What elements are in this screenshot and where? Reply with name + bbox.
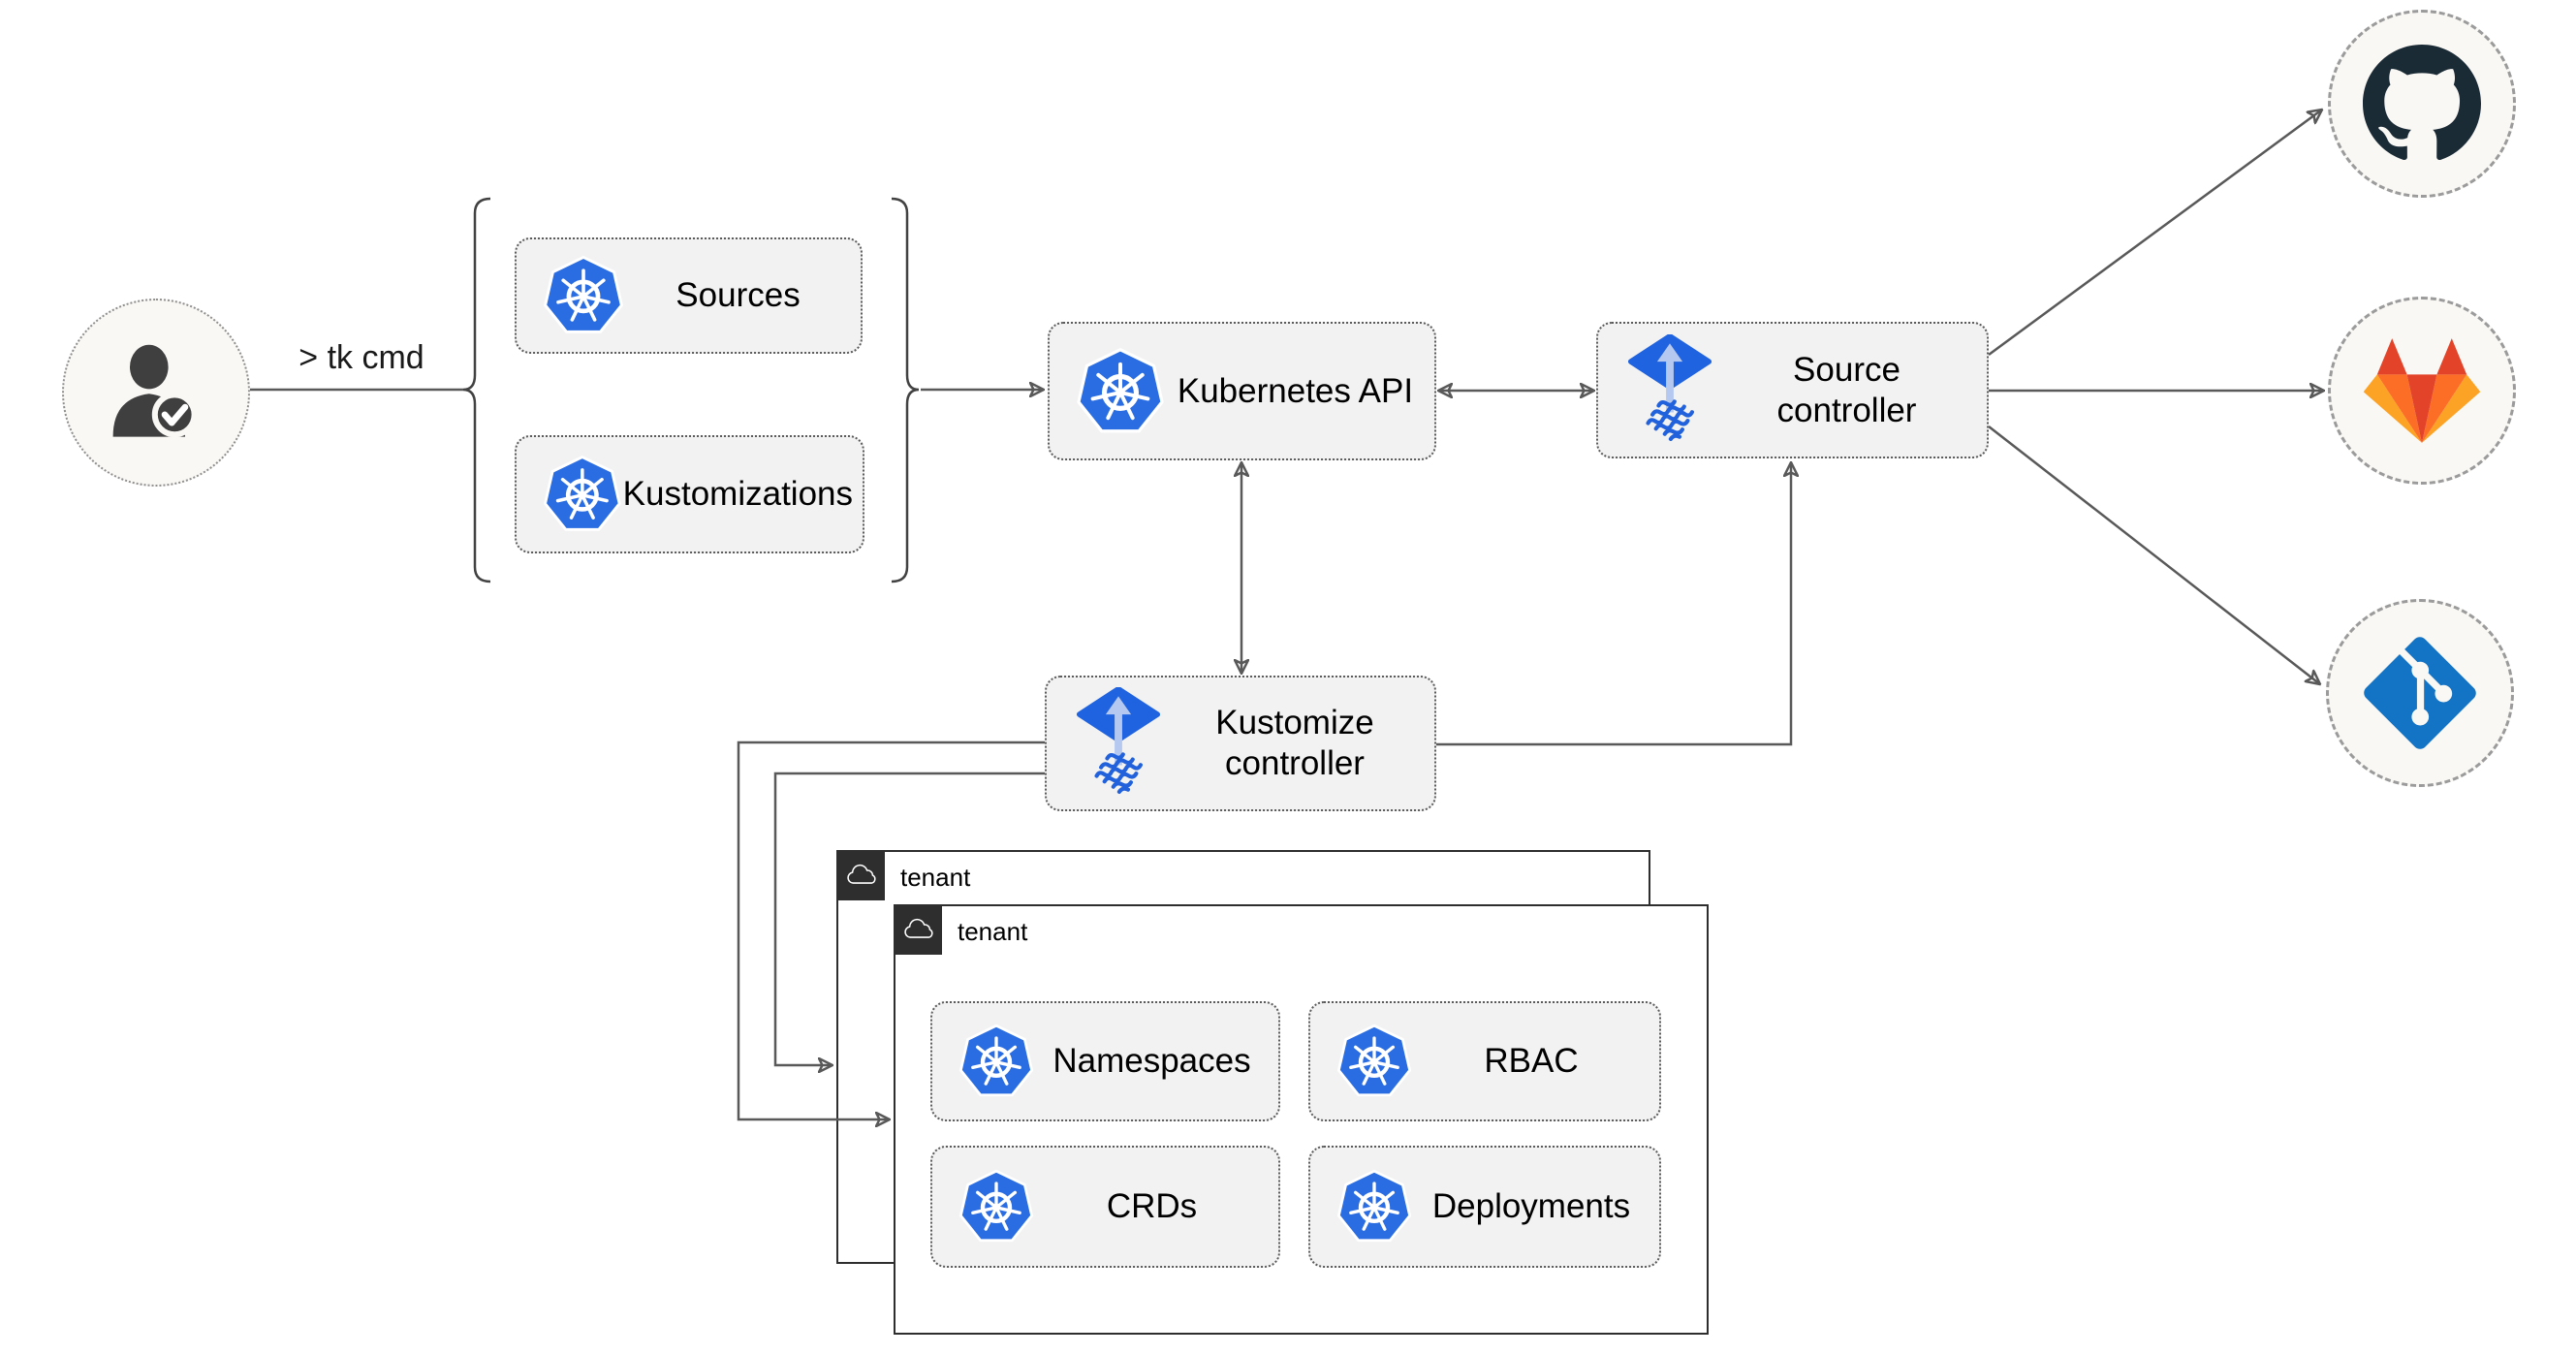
connector-source-to-git — [1988, 425, 2320, 684]
kubernetes-api-node: Kubernetes API — [1048, 322, 1436, 460]
crds-label: CRDs — [1106, 1187, 1198, 1225]
right-brace — [891, 197, 920, 583]
cloud-icon — [901, 918, 934, 941]
sources-node: Sources — [515, 237, 863, 354]
deployments-node: Deployments — [1308, 1146, 1661, 1268]
kubernetes-icon — [1335, 1023, 1413, 1100]
flux-icon — [1072, 687, 1165, 800]
crds-node: CRDs — [930, 1146, 1280, 1268]
left-brace — [462, 197, 491, 583]
git-icon — [2361, 634, 2479, 752]
github-repo-circle — [2328, 10, 2516, 198]
github-icon — [2363, 45, 2481, 163]
kustomize-controller-label: Kustomize controller — [1215, 704, 1374, 782]
gitlab-icon — [2359, 333, 2485, 448]
kubernetes-icon — [542, 254, 625, 337]
rbac-label: RBAC — [1484, 1042, 1579, 1080]
namespaces-node: Namespaces — [930, 1001, 1280, 1121]
tenant-header — [836, 850, 885, 900]
source-controller-label: Source controller — [1776, 350, 1917, 429]
source-controller-node: Source controller — [1596, 322, 1989, 458]
kubernetes-icon — [958, 1023, 1035, 1100]
connector-source-to-github — [1988, 110, 2322, 357]
rbac-node: RBAC — [1308, 1001, 1661, 1121]
cli-command-label: > tk cmd — [298, 339, 424, 376]
tenant-title: tenant — [958, 917, 1028, 946]
connector-kustomize-to-source — [1436, 462, 1791, 746]
gitlab-repo-circle — [2328, 297, 2516, 485]
user-check-icon — [98, 334, 214, 451]
kustomizations-node: Kustomizations — [515, 435, 864, 553]
cloud-icon — [844, 864, 877, 887]
kustomize-controller-node: Kustomize controller — [1045, 676, 1436, 811]
kubernetes-api-label: Kubernetes API — [1177, 371, 1414, 410]
kubernetes-icon — [1335, 1168, 1413, 1245]
kubernetes-icon — [1075, 346, 1166, 437]
sources-label: Sources — [675, 276, 801, 314]
user-avatar — [62, 299, 250, 487]
git-repo-circle — [2326, 599, 2514, 787]
tenant-header — [894, 904, 942, 955]
kubernetes-icon — [542, 453, 623, 536]
namespaces-label: Namespaces — [1052, 1042, 1251, 1080]
kustomizations-label: Kustomizations — [622, 475, 853, 513]
deployments-label: Deployments — [1431, 1187, 1631, 1225]
tenant-box-front: tenant Namespaces RBAC C — [894, 904, 1709, 1335]
flux-icon — [1623, 333, 1716, 447]
tenant-title: tenant — [900, 863, 971, 892]
kubernetes-icon — [958, 1168, 1035, 1245]
